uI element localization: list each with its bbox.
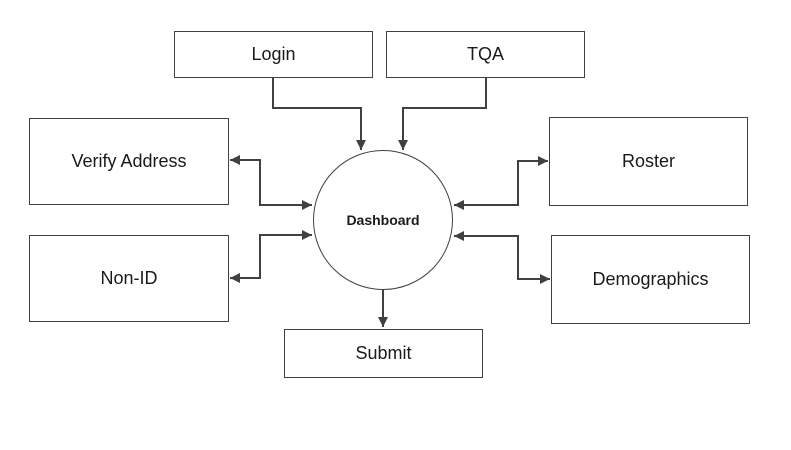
node-demographics: Demographics — [551, 235, 750, 324]
node-non-id: Non-ID — [29, 235, 229, 322]
arrow-tqa-to-dashboard — [398, 77, 487, 150]
arrow-verify-address-dashboard — [230, 155, 312, 210]
node-dashboard: Dashboard — [313, 150, 453, 290]
node-demographics-label: Demographics — [592, 269, 709, 289]
node-dashboard-label: Dashboard — [346, 212, 420, 228]
node-verify-address: Verify Address — [29, 118, 229, 205]
arrow-non-id-dashboard — [230, 230, 312, 283]
node-login: Login — [174, 31, 373, 78]
node-tqa-label: TQA — [466, 44, 504, 64]
arrow-login-to-dashboard — [272, 77, 366, 150]
arrow-roster-dashboard — [454, 156, 548, 210]
node-submit: Submit — [284, 329, 483, 378]
arrow-demographics-dashboard — [454, 231, 550, 284]
node-roster-label: Roster — [621, 151, 675, 171]
node-submit-label: Submit — [355, 343, 412, 363]
node-verify-address-label: Verify Address — [71, 151, 187, 171]
node-tqa: TQA — [386, 31, 585, 78]
node-non-id-label: Non-ID — [100, 268, 158, 288]
node-roster: Roster — [549, 117, 748, 206]
node-login-label: Login — [251, 44, 296, 64]
